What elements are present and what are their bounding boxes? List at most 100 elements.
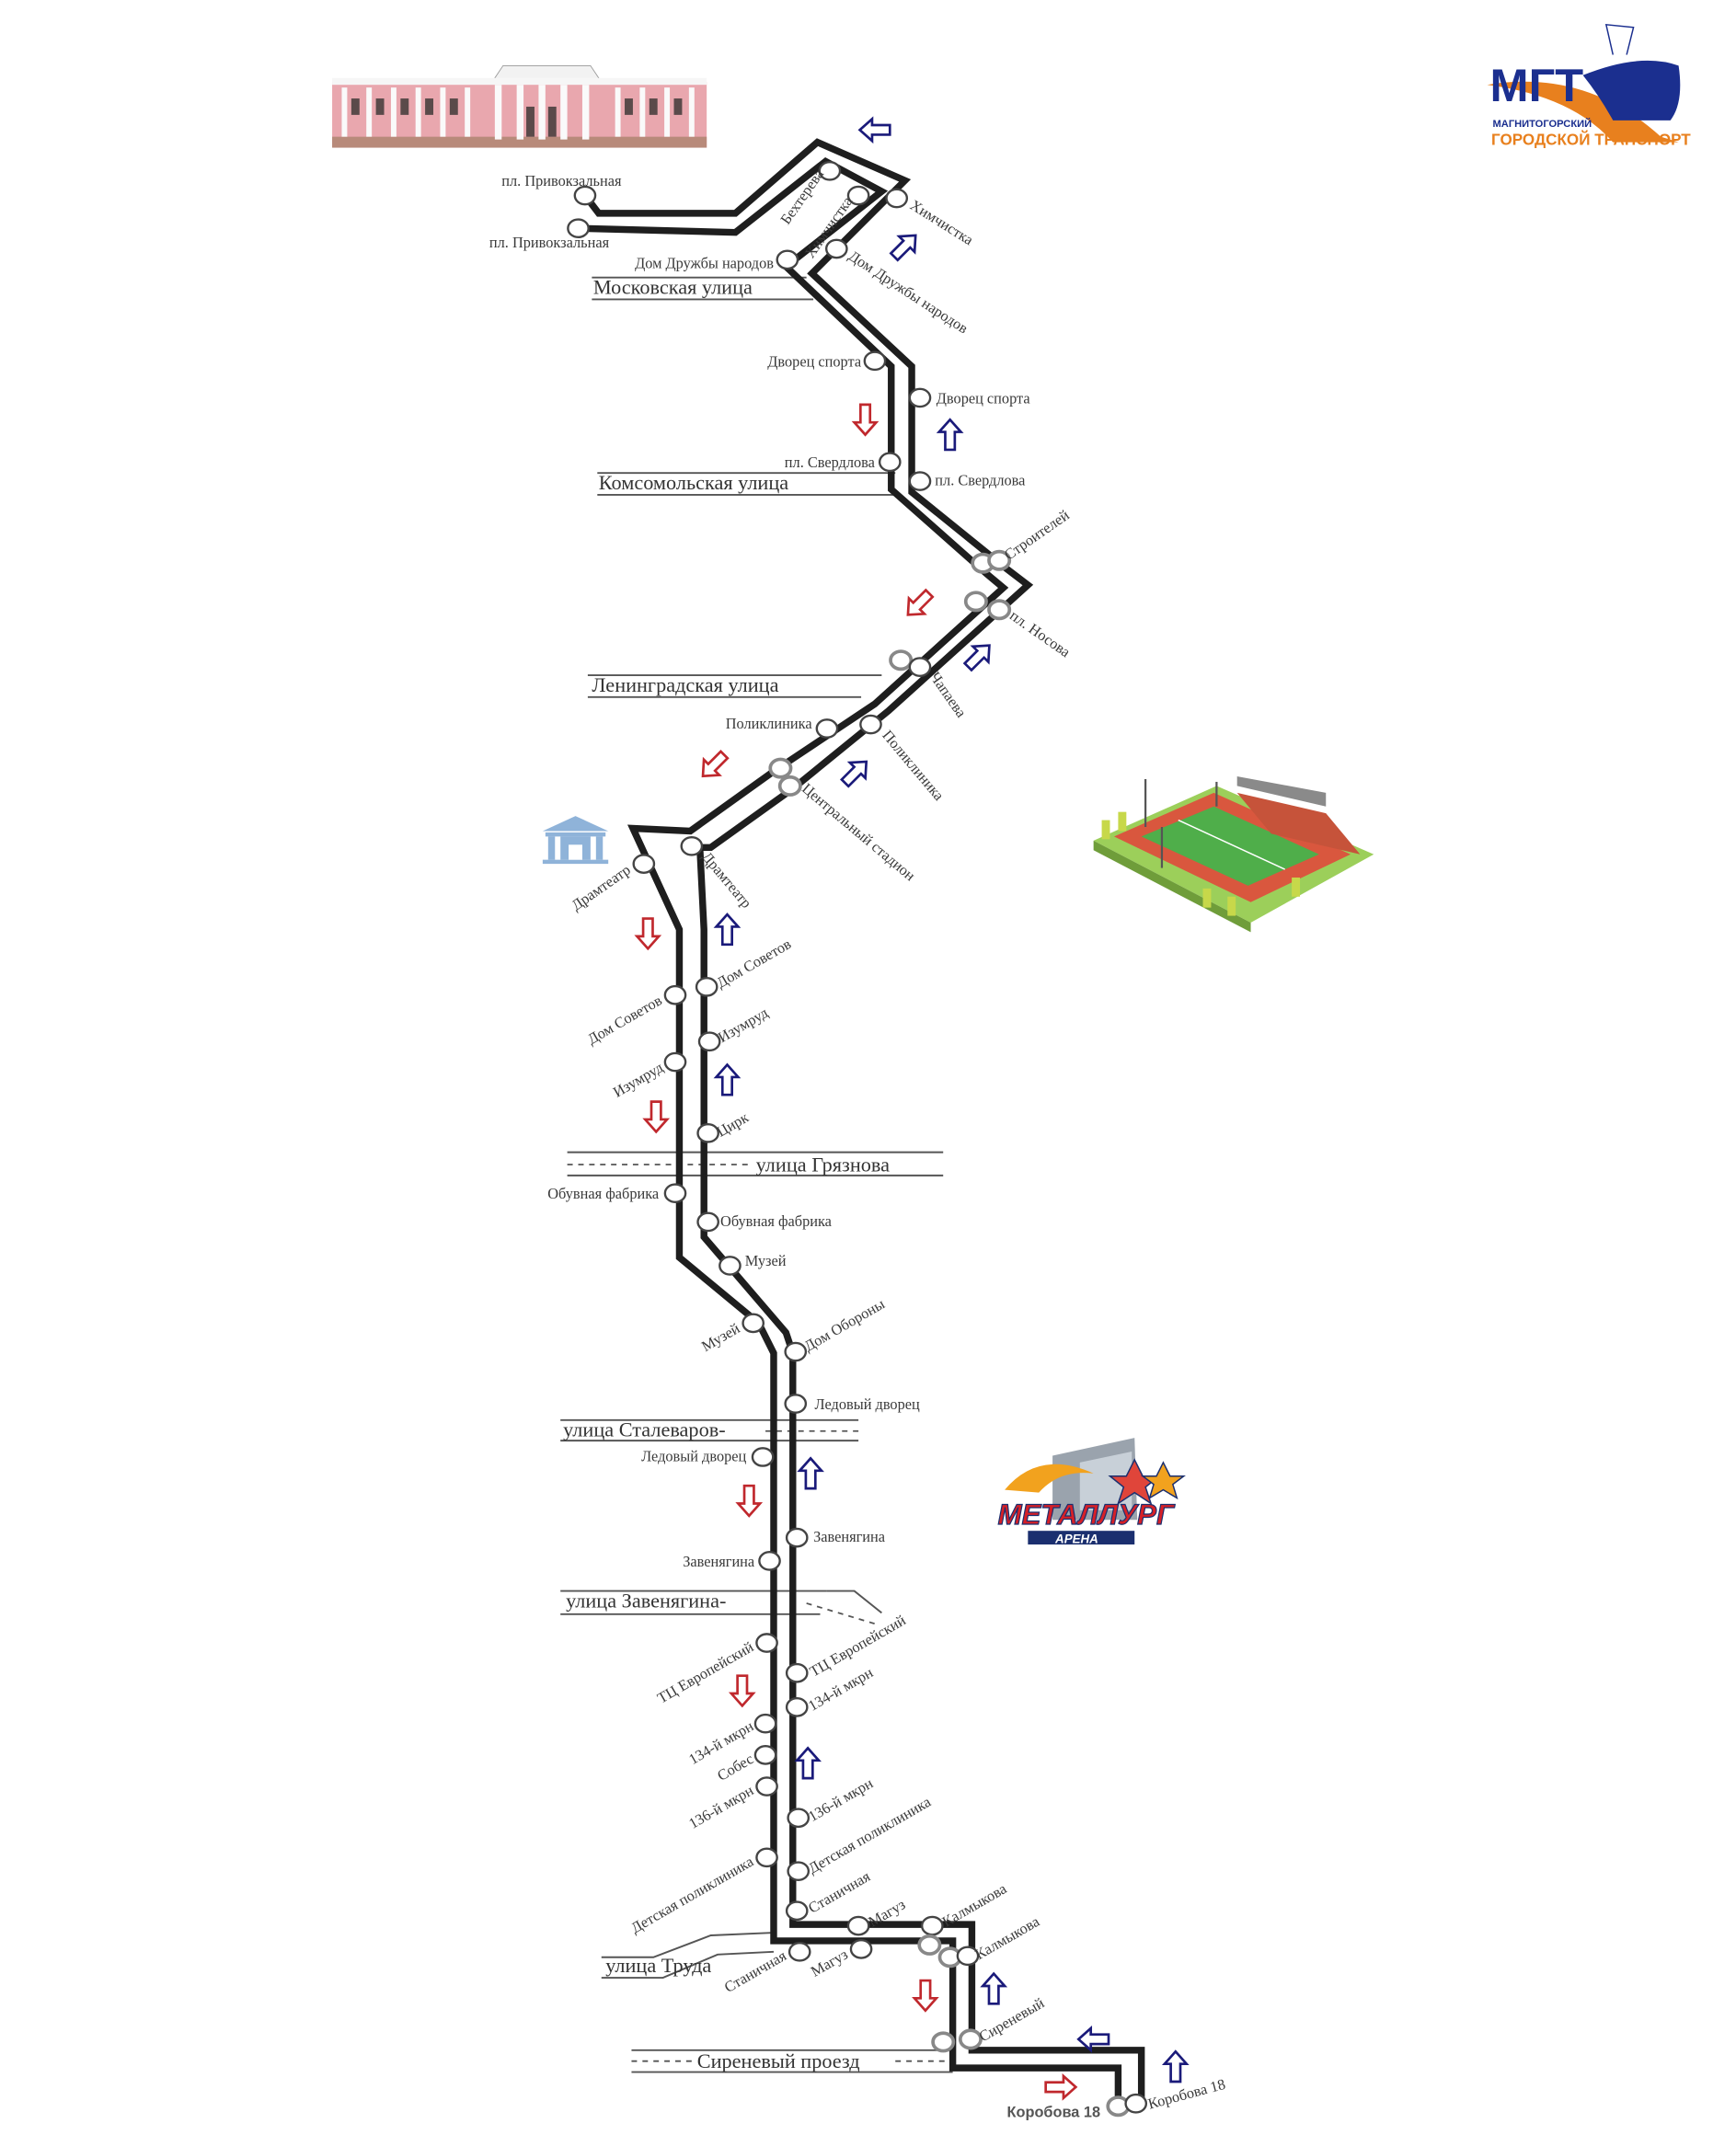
stop-label: Завенягина (813, 1528, 886, 1545)
direction-arrow-return-icon (715, 913, 740, 947)
stop-marker (753, 1745, 777, 1765)
stop-marker (787, 1808, 811, 1829)
stop-marker (785, 1527, 809, 1548)
stop-label: Драмтеатр (568, 861, 633, 914)
street-gryaznova: улица Грязнова (567, 1151, 944, 1177)
railway-station-image (332, 64, 707, 148)
stop-marker (908, 471, 932, 491)
stop-marker (863, 350, 887, 372)
direction-arrow-return-icon (715, 1063, 740, 1096)
stop-label: Драмтеатр (698, 848, 755, 912)
stadium-illustration (1093, 776, 1374, 933)
stop-marker (680, 835, 704, 856)
street-label: Московская улица (593, 276, 753, 299)
stop-label: Ледовый дворец (641, 1447, 746, 1464)
mgt-logo-title: МГТ (1490, 59, 1584, 111)
direction-arrow-return-icon (885, 226, 925, 266)
street-leningradskaya: Ленинградская улица (587, 673, 882, 698)
stop-marker (768, 757, 793, 779)
stop-marker (785, 1662, 809, 1683)
stop-label: Изумруд (715, 1004, 771, 1046)
direction-arrow-forward-icon (694, 745, 733, 786)
stop-marker (908, 387, 932, 408)
stop-label: пл. Привокзальная (501, 172, 622, 189)
stop-marker (824, 238, 848, 259)
stop-marker (751, 1447, 775, 1467)
direction-arrow-return-icon (835, 752, 876, 792)
stop-marker (663, 1051, 687, 1073)
stop-label: Химчистка (907, 196, 977, 248)
stop-marker (987, 549, 1012, 571)
stop-marker (784, 1341, 808, 1362)
stop-label: Обувная фабрика (720, 1212, 833, 1230)
stop-label: Калмыкова (971, 1912, 1042, 1964)
mgt-logo: МГТ МАГНИТОГОРСКИЙ ГОРОДСКОЙ ТРАНСПОРТ (1487, 23, 1691, 149)
stop-label: Музей (698, 1319, 742, 1355)
street-label: улица Грязнова (756, 1153, 890, 1176)
direction-arrow-forward-icon (913, 1979, 938, 2013)
stop-marker (908, 657, 932, 677)
stop-marker (787, 1861, 811, 1882)
stop-label: 136-й мкрн (685, 1781, 756, 1832)
arena-logo-title: МЕТАЛЛУРГ (998, 1498, 1176, 1531)
stop-marker (815, 718, 839, 739)
stop-marker (1124, 2093, 1148, 2114)
stop-marker (573, 185, 597, 206)
stop-label: Поликлиника (879, 727, 948, 805)
street-label: Комсомольская улица (599, 471, 788, 494)
stop-marker (695, 976, 719, 997)
stop-marker (755, 1847, 778, 1868)
mgt-logo-subtitle: ГОРОДСКОЙ ТРАНСПОРТ (1491, 132, 1691, 149)
stop-label: Дворец спорта (937, 389, 1031, 407)
mgt-logo-city: МАГНИТОГОРСКИЙ (1493, 118, 1592, 130)
stop-marker (742, 1313, 765, 1334)
stop-label: Коробова 18 (1007, 2105, 1101, 2121)
stop-label: Коробова 18 (1146, 2075, 1227, 2113)
stop-marker (696, 1122, 719, 1143)
street-label: улица Труда (605, 1954, 711, 1977)
stop-marker (859, 714, 882, 735)
stop-label: Центральный стадион (799, 779, 919, 884)
street-label: улица Завенягина- (566, 1589, 726, 1612)
direction-arrow-forward-icon (636, 917, 661, 950)
stop-label: Строителей (1001, 506, 1073, 564)
direction-arrow-return-icon (937, 418, 962, 452)
stop-marker (846, 185, 870, 206)
theatre-icon (542, 816, 609, 865)
street-sirenevy: Сиреневый проезд (631, 2049, 953, 2073)
stop-label: Обувная фабрика (547, 1185, 660, 1202)
direction-arrow-return-icon (858, 117, 891, 143)
stop-marker (818, 160, 842, 181)
stop-label: Завенягина (683, 1553, 755, 1570)
street-label: Сиреневый проезд (697, 2049, 860, 2072)
direction-arrow-forward-icon (737, 1484, 762, 1518)
stop-marker (958, 2028, 983, 2050)
direction-arrow-forward-icon (899, 584, 938, 625)
street-stalevarov: улица Сталеваров- (560, 1418, 859, 1442)
stop-label: Магуз (808, 1946, 851, 1980)
stop-marker (663, 984, 687, 1005)
stop-marker (931, 2031, 956, 2053)
stop-label: пл. Носова (1006, 606, 1074, 660)
stop-label: Собес (714, 1750, 756, 1784)
direction-arrow-forward-icon (1044, 2074, 1077, 2100)
street-komsomolskaya: Комсомольская улица (597, 471, 900, 496)
stop-label: Сиреневый (976, 1994, 1048, 2046)
stop-marker (663, 1183, 687, 1204)
stop-marker (849, 1939, 873, 1959)
stop-label: Дворец спорта (767, 352, 862, 370)
stop-label: Цирк (714, 1108, 752, 1141)
stop-marker (956, 1946, 980, 1967)
street-truda: улица Труда (601, 1932, 775, 1980)
stop-marker (785, 1900, 809, 1922)
stop-marker (567, 218, 590, 239)
stop-marker (697, 1031, 721, 1052)
stop-marker (719, 1256, 742, 1276)
stop-marker (878, 452, 902, 473)
stop-marker (987, 599, 1012, 621)
stop-marker (889, 649, 914, 671)
stop-marker (788, 1941, 811, 1962)
direction-arrow-return-icon (1163, 2049, 1189, 2083)
